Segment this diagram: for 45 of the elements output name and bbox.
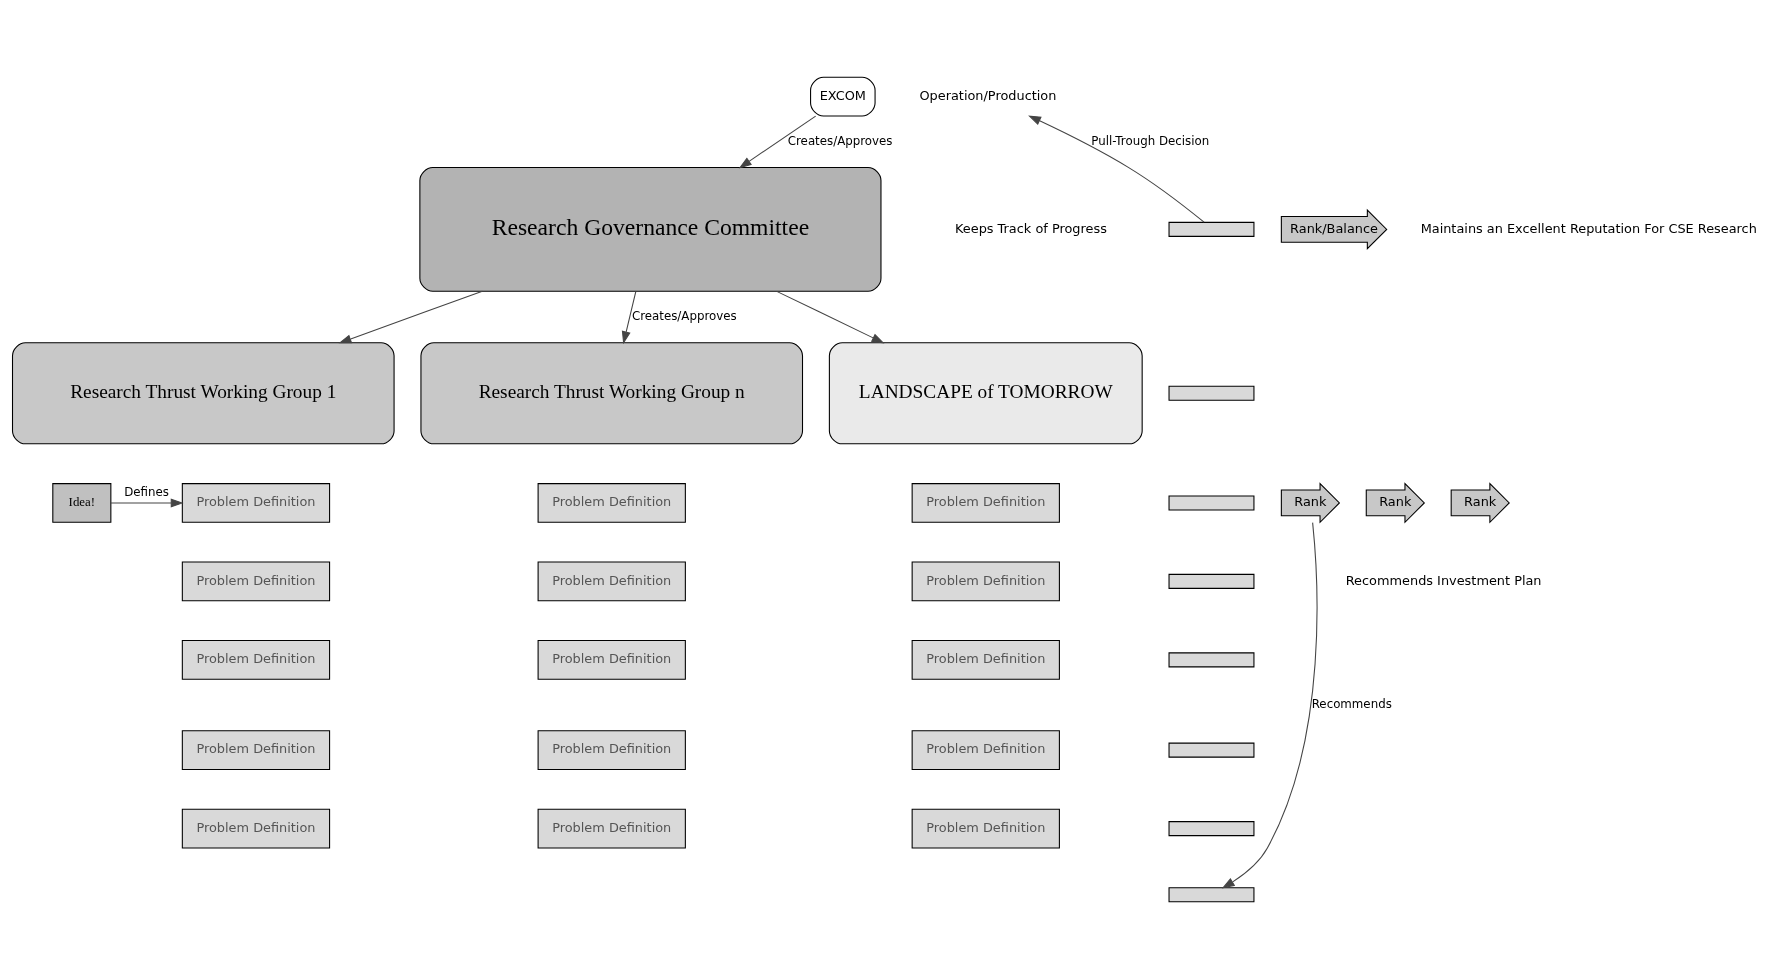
node-box: Problem Definition bbox=[537, 561, 686, 602]
node-box: Research Thrust Working Group 1 bbox=[11, 342, 395, 445]
arrow bbox=[621, 291, 637, 345]
node-box: Problem Definition bbox=[911, 808, 1060, 849]
node-box: LANDSCAPE of TOMORROW bbox=[828, 342, 1143, 445]
node-box: Problem Definition bbox=[537, 639, 686, 680]
node-box: Problem Definition bbox=[911, 730, 1060, 771]
node-box: Problem Definition bbox=[537, 483, 686, 523]
node-bar bbox=[1168, 495, 1255, 511]
node-bar bbox=[1168, 385, 1255, 401]
arrow bbox=[1028, 115, 1205, 223]
node-box: Problem Definition bbox=[911, 639, 1060, 680]
node-box: Problem Definition bbox=[911, 483, 1060, 523]
label: Recommends Investment Plan bbox=[1345, 572, 1542, 588]
arrow bbox=[776, 290, 885, 344]
node-bar bbox=[1168, 573, 1255, 589]
node-box: Research Governance Committee bbox=[419, 167, 882, 292]
edge-label: Creates/Approves bbox=[631, 309, 737, 323]
node-box: EXCOM bbox=[810, 76, 876, 117]
node-bar bbox=[1168, 821, 1255, 837]
label: Maintains an Excellent Reputation For CSE Research bbox=[1420, 220, 1757, 236]
node-bar bbox=[1168, 221, 1255, 237]
edge-label: Creates/Approves bbox=[787, 133, 893, 148]
label: Keeps Track of Progress bbox=[954, 220, 1107, 236]
node-box: Problem Definition bbox=[911, 561, 1060, 602]
node-box: Problem Definition bbox=[181, 483, 331, 523]
node-box: Problem Definition bbox=[181, 730, 331, 771]
node-box: Research Thrust Working Group n bbox=[420, 342, 804, 445]
arrow bbox=[1221, 522, 1318, 889]
node-bar bbox=[1168, 887, 1255, 903]
arrow bbox=[110, 498, 184, 508]
node-text: Operation/Production bbox=[919, 87, 1057, 103]
edge-label: Pull-Trough Decision bbox=[1091, 133, 1210, 148]
arrow bbox=[338, 290, 483, 344]
arrow bbox=[738, 115, 817, 169]
node-box: Problem Definition bbox=[181, 639, 331, 680]
node-box: Idea! bbox=[52, 483, 112, 523]
node-box: Problem Definition bbox=[181, 561, 331, 602]
node-box: Problem Definition bbox=[181, 808, 331, 849]
node-bar bbox=[1168, 652, 1255, 668]
edge-label: Defines bbox=[124, 485, 169, 500]
node-box: Problem Definition bbox=[537, 808, 686, 849]
node-box: Problem Definition bbox=[537, 730, 686, 771]
edge-label: Recommends bbox=[1311, 697, 1392, 712]
node-bar bbox=[1168, 742, 1255, 758]
